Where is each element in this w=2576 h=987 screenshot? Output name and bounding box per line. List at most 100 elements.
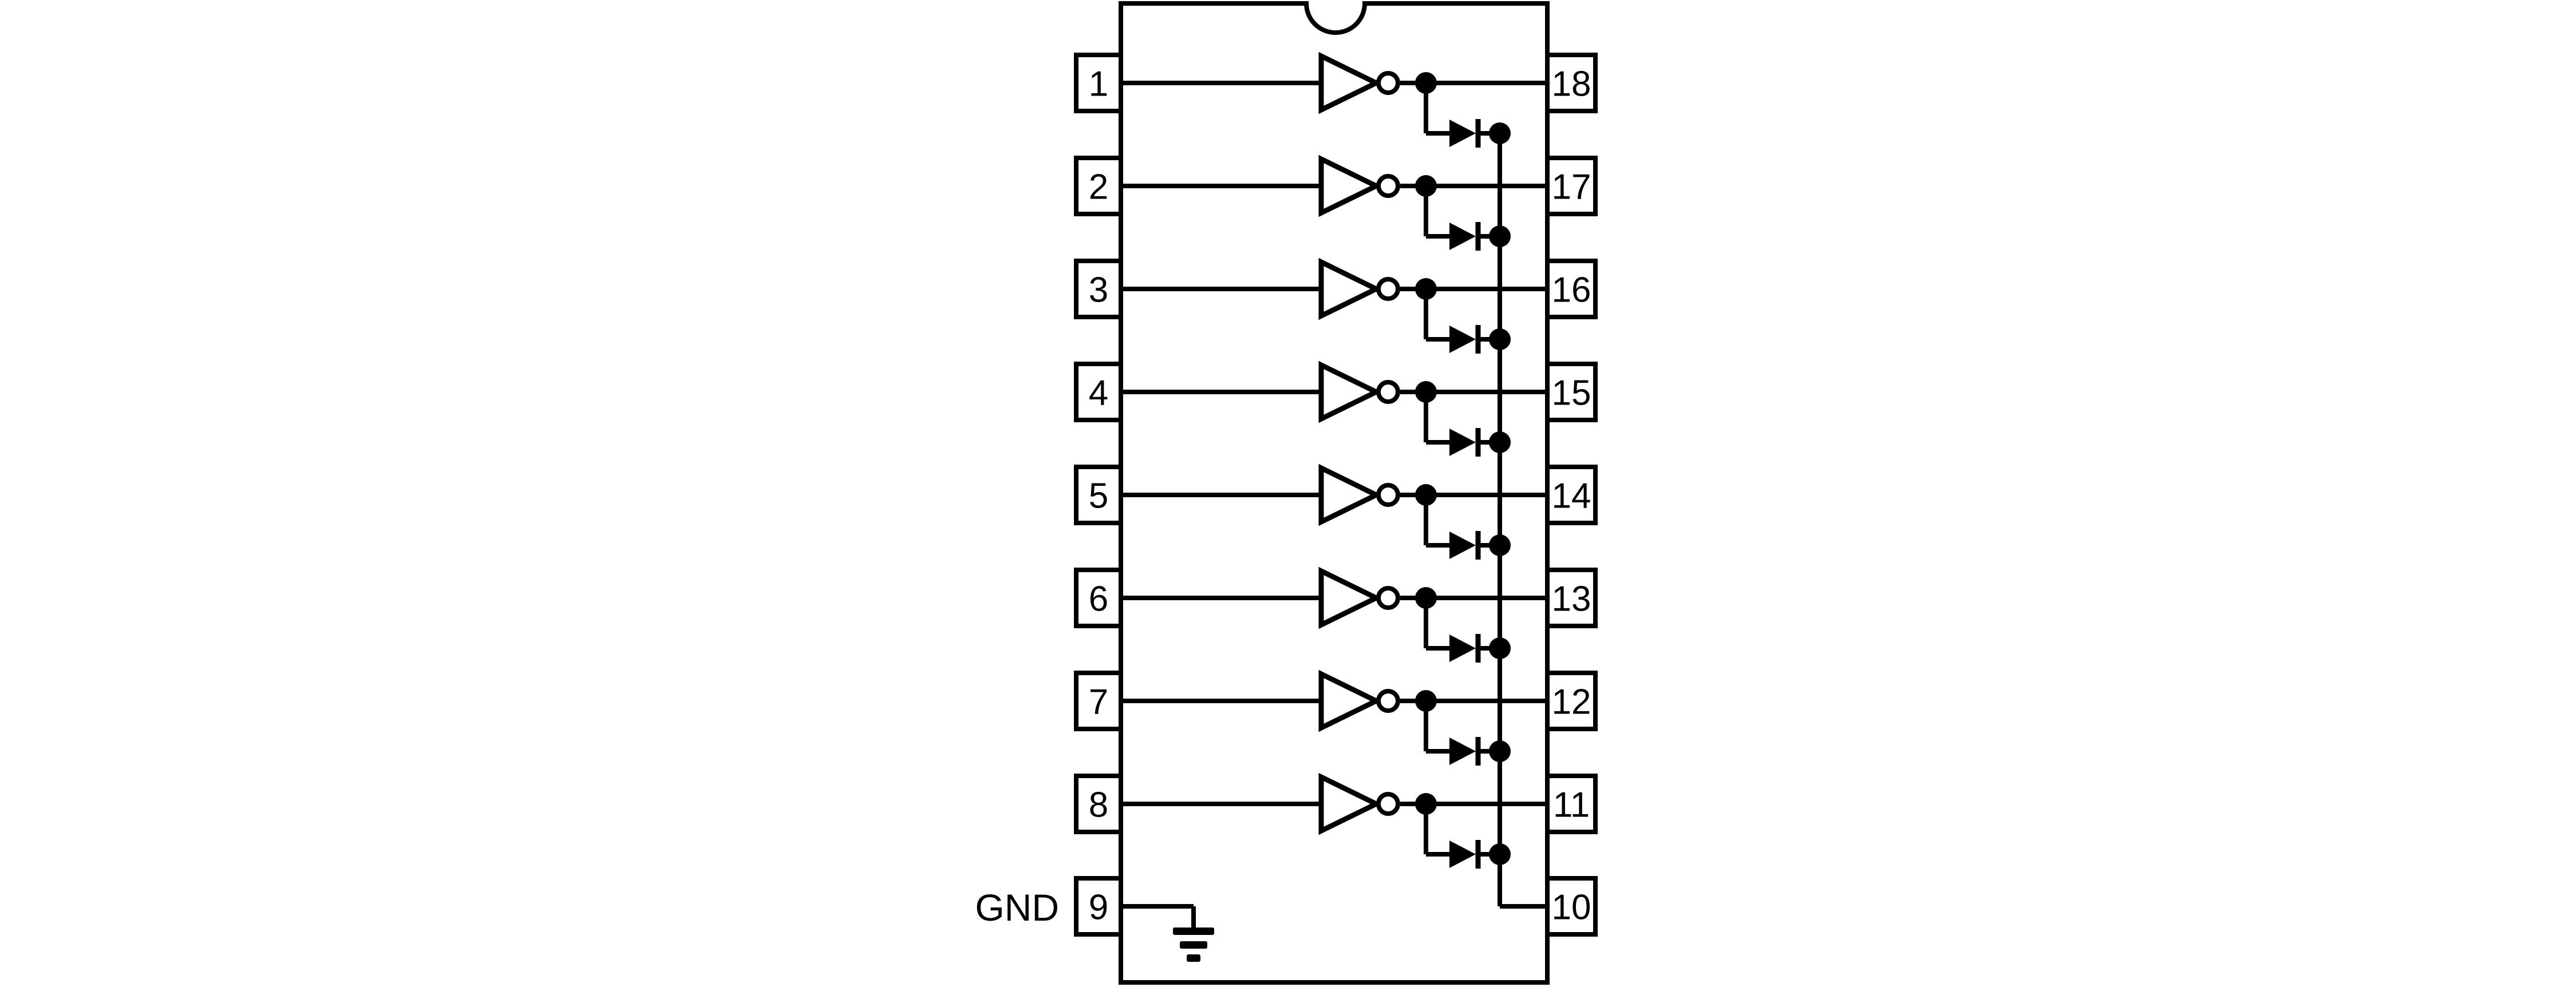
pin-box-8-label: 8 — [1089, 786, 1108, 825]
inverter-gate-icon — [1318, 51, 1382, 114]
pin-box-12-rect — [1545, 671, 1598, 731]
diode-icon — [1449, 532, 1476, 559]
pin-box-2-rect — [1074, 156, 1123, 216]
pin-box-6: 6 — [1074, 568, 1123, 628]
pin-box-9-label: 9 — [1089, 888, 1108, 927]
output-junction-dot — [1415, 793, 1437, 815]
diode-icon — [1449, 738, 1476, 765]
output-junction-dot — [1415, 587, 1437, 609]
channel-1: 1 18 — [1074, 51, 1598, 148]
pin-box-16-label: 16 — [1552, 271, 1591, 310]
pin-box-5-label: 5 — [1089, 477, 1108, 516]
diode-icon — [1449, 635, 1476, 662]
pin-box-15: 15 — [1545, 362, 1598, 422]
channel-3: 3 16 — [1074, 257, 1598, 354]
pin-box-18-label: 18 — [1552, 65, 1591, 104]
pin-box-8-rect — [1074, 774, 1123, 834]
output-junction-dot — [1415, 690, 1437, 712]
output-junction-dot — [1415, 381, 1437, 403]
pin-box-17-rect — [1545, 156, 1598, 216]
pin-box-3-rect — [1074, 259, 1123, 319]
diode-icon — [1449, 223, 1476, 250]
pin-box-13-label: 13 — [1552, 580, 1591, 619]
output-junction-dot — [1415, 484, 1437, 506]
channel-4: 4 15 — [1074, 360, 1598, 457]
output-junction-dot — [1415, 175, 1437, 197]
pin-box-10-rect — [1545, 876, 1598, 937]
inverter-gate-icon — [1318, 772, 1382, 835]
channel-8: 8 11 — [1074, 772, 1598, 869]
inverter-gate-icon — [1318, 154, 1382, 217]
ic-body-outline-with-notch-icon — [1119, 1, 1550, 985]
inversion-bubble-icon — [1376, 71, 1400, 95]
diode-icon — [1449, 841, 1476, 868]
pin-box-18: 18 — [1545, 53, 1598, 113]
pin-box-15-rect — [1545, 362, 1598, 422]
ground-bar-2 — [1180, 941, 1207, 949]
pin-box-4: 4 — [1074, 362, 1123, 422]
pin-box-11-rect — [1545, 774, 1598, 834]
inverter-gate-icon — [1318, 566, 1382, 629]
rail-junction-dot — [1489, 225, 1511, 247]
pin-box-14-label: 14 — [1552, 477, 1591, 516]
pin-box-7-rect — [1074, 671, 1123, 731]
rail-junction-dot — [1489, 328, 1511, 350]
pin-box-9-rect — [1074, 876, 1123, 937]
ground-bar-1 — [1173, 927, 1214, 935]
diode-icon — [1449, 326, 1476, 353]
pin-box-10-label: 10 — [1552, 888, 1591, 927]
pin-box-2-label: 2 — [1089, 168, 1108, 207]
inverter-gate-icon — [1318, 257, 1382, 320]
rail-junction-dot — [1489, 534, 1511, 556]
channel-7: 7 12 — [1074, 669, 1598, 766]
inverter-gate-icon — [1318, 463, 1382, 526]
pin-box-13-rect — [1545, 568, 1598, 628]
pin-box-6-rect — [1074, 568, 1123, 628]
pin-box-17: 17 — [1545, 156, 1598, 216]
rail-junction-dot — [1489, 431, 1511, 453]
ground-pin-group: 9 GND — [975, 876, 1214, 962]
pin-box-5-rect — [1074, 465, 1123, 525]
rail-junction-dot — [1489, 637, 1511, 659]
channel-2: 2 17 — [1074, 154, 1598, 251]
rail-junction-dot — [1489, 843, 1511, 865]
pin-box-3-label: 3 — [1089, 271, 1108, 310]
pin-box-15-label: 15 — [1552, 374, 1591, 413]
pin-box-16: 16 — [1545, 259, 1598, 319]
inverter-gate-icon — [1318, 360, 1382, 423]
output-junction-dot — [1415, 278, 1437, 300]
pin-box-1-rect — [1074, 53, 1123, 113]
pin-box-13: 13 — [1545, 568, 1598, 628]
diode-icon — [1449, 120, 1476, 147]
pin-box-9: 9 — [1074, 876, 1123, 937]
pin-box-5: 5 — [1074, 465, 1123, 525]
gnd-label: GND — [975, 886, 1059, 929]
inversion-bubble-icon — [1376, 792, 1400, 816]
pin-box-4-rect — [1074, 362, 1123, 422]
pin-box-11-label: 11 — [1553, 786, 1590, 825]
inversion-bubble-icon — [1376, 689, 1400, 713]
pin-box-7: 7 — [1074, 671, 1123, 731]
output-junction-dot — [1415, 72, 1437, 94]
pin-box-3: 3 — [1074, 259, 1123, 319]
inversion-bubble-icon — [1376, 380, 1400, 404]
diode-icon — [1449, 429, 1476, 456]
pin-box-11: 11 — [1545, 774, 1598, 834]
ground-bar-3 — [1187, 954, 1200, 962]
channel-6: 6 13 — [1074, 566, 1598, 663]
pin-box-14: 14 — [1545, 465, 1598, 525]
common-rail — [1498, 133, 1547, 909]
pin-box-10: 10 — [1545, 876, 1598, 937]
rail-junction-dot — [1489, 740, 1511, 762]
pin-box-12: 12 — [1545, 671, 1598, 731]
inverter-gate-icon — [1318, 669, 1382, 732]
inversion-bubble-icon — [1376, 277, 1400, 301]
pin-box-1-label: 1 — [1089, 65, 1108, 104]
pin-box-16-rect — [1545, 259, 1598, 319]
pin-box-8: 8 — [1074, 774, 1123, 834]
ground-symbol-icon — [1173, 927, 1214, 962]
pin-box-18-rect — [1545, 53, 1598, 113]
pin-box-7-label: 7 — [1089, 683, 1108, 722]
